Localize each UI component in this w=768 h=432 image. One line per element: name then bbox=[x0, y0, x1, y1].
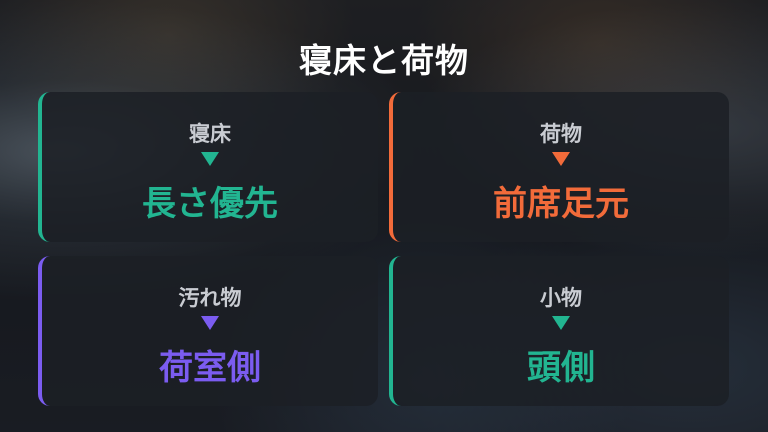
arrow-down-icon bbox=[552, 152, 570, 166]
arrow-down-icon bbox=[201, 152, 219, 166]
card-small-items: 小物 頭側 bbox=[389, 256, 729, 406]
card-label: 荷物 bbox=[540, 122, 582, 146]
card-label: 小物 bbox=[540, 286, 582, 310]
card-sleeping: 寝床 長さ優先 bbox=[38, 92, 378, 242]
card-label: 寝床 bbox=[189, 122, 231, 146]
arrow-down-icon bbox=[552, 316, 570, 330]
card-label: 汚れ物 bbox=[178, 286, 242, 310]
card-value: 長さ優先 bbox=[142, 184, 278, 224]
card-value: 前席足元 bbox=[493, 184, 629, 224]
card-value: 荷室側 bbox=[159, 348, 261, 388]
card-value: 頭側 bbox=[527, 348, 595, 388]
page-title: 寝床と荷物 bbox=[299, 41, 469, 80]
card-dirty-items: 汚れ物 荷室側 bbox=[38, 256, 378, 406]
arrow-down-icon bbox=[201, 316, 219, 330]
card-luggage: 荷物 前席足元 bbox=[389, 92, 729, 242]
